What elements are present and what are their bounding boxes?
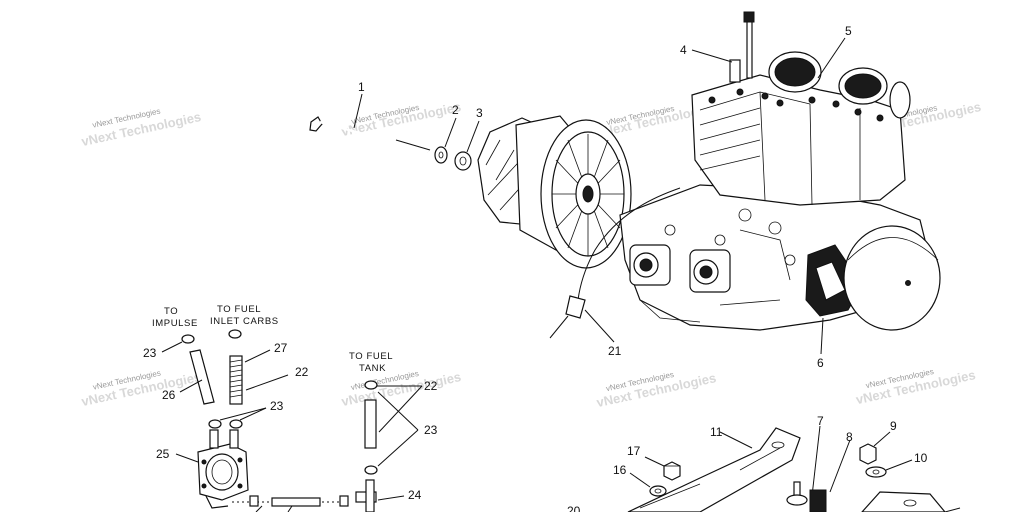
throttle-cable-part-21[interactable] bbox=[549, 187, 681, 343]
callout-10: 10 bbox=[914, 451, 928, 465]
tee-fitting-part-24[interactable] bbox=[355, 479, 405, 513]
fuel-line-bottom[interactable] bbox=[232, 495, 349, 513]
note-to-impulse: TO IMPULSE bbox=[152, 306, 198, 329]
callout-6: 6 bbox=[817, 356, 824, 370]
callout-24: 24 bbox=[408, 488, 422, 502]
leader-5 bbox=[817, 37, 846, 79]
callout-21: 21 bbox=[608, 344, 622, 358]
nut-part-9[interactable] bbox=[859, 431, 891, 465]
note-to-impulse-line1: TO bbox=[164, 306, 178, 317]
callout-17: 17 bbox=[627, 444, 641, 458]
callout-4: 4 bbox=[680, 43, 687, 57]
callout-16: 16 bbox=[613, 463, 627, 477]
note-to-impulse-line2: IMPULSE bbox=[152, 318, 198, 329]
note-to-fuel-tank-line1: TO FUEL bbox=[349, 351, 393, 362]
nut-part-17[interactable] bbox=[644, 456, 681, 481]
washer-part-16[interactable] bbox=[629, 472, 667, 497]
stud-part-7[interactable] bbox=[786, 425, 821, 506]
callout-26: 26 bbox=[162, 388, 176, 402]
callout-2: 2 bbox=[452, 103, 459, 117]
callout-11: 11 bbox=[710, 425, 723, 439]
leader-6 bbox=[820, 317, 824, 355]
callout-23-right: 23 bbox=[424, 423, 438, 437]
drive-clutch-icon bbox=[477, 115, 632, 269]
spring-hose-part-27[interactable] bbox=[229, 349, 289, 405]
hose-part-22-right[interactable] bbox=[364, 380, 423, 475]
note-to-fuel-tank: TO FUEL TANK bbox=[349, 351, 393, 374]
bolt-part-1[interactable] bbox=[309, 93, 431, 154]
leader-4 bbox=[691, 49, 733, 63]
clamp-part-23-mid[interactable] bbox=[208, 407, 267, 429]
callout-27: 27 bbox=[274, 341, 288, 355]
nut-part-3[interactable] bbox=[454, 120, 480, 171]
callout-23-mid: 23 bbox=[270, 399, 284, 413]
callout-23-top: 23 bbox=[143, 346, 157, 360]
note-to-fuel-inlet: TO FUEL INLET CARBS bbox=[210, 304, 279, 327]
isolator-part-8[interactable] bbox=[809, 439, 851, 513]
callout-5: 5 bbox=[845, 24, 852, 38]
callout-7: 7 bbox=[817, 414, 824, 428]
note-to-fuel-tank-line2: TANK bbox=[359, 363, 386, 374]
washer-part-2[interactable] bbox=[434, 117, 457, 164]
callout-20: 20 bbox=[567, 504, 581, 512]
fuel-pump-icon[interactable] bbox=[175, 429, 249, 509]
clamp-part-23-top[interactable] bbox=[161, 329, 242, 353]
callout-22-left: 22 bbox=[295, 365, 309, 379]
mount-bracket-part-11[interactable] bbox=[627, 427, 801, 513]
callout-3: 3 bbox=[476, 106, 483, 120]
callout-22-right: 22 bbox=[424, 379, 438, 393]
callout-8: 8 bbox=[846, 430, 853, 444]
hose-part-26[interactable] bbox=[179, 349, 215, 405]
engine-assembly-icon bbox=[619, 11, 941, 331]
washer-part-10[interactable] bbox=[865, 459, 913, 478]
callout-9: 9 bbox=[890, 419, 897, 433]
bracket-bottom-right bbox=[860, 491, 961, 513]
callout-25: 25 bbox=[156, 447, 170, 461]
callout-1: 1 bbox=[358, 80, 365, 94]
note-to-fuel-inlet-line2: INLET CARBS bbox=[210, 316, 279, 327]
note-to-fuel-inlet-line1: TO FUEL bbox=[217, 304, 261, 315]
